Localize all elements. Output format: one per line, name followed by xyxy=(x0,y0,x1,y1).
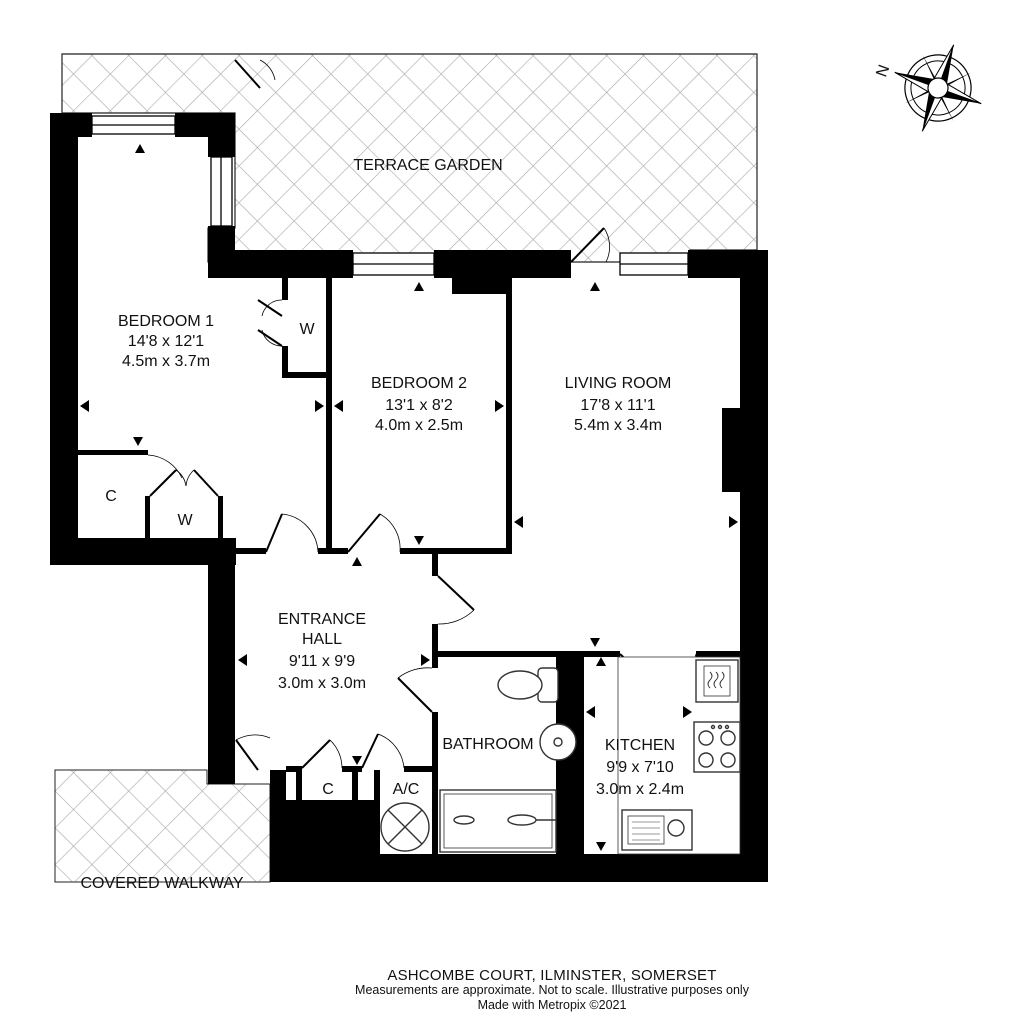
disclaimer: Measurements are approximate. Not to sca… xyxy=(355,983,749,997)
airing-cupboard-label: A/C xyxy=(393,781,420,798)
cupboard-label: C xyxy=(322,781,334,798)
bedroom1-imperial: 14'8 x 12'1 xyxy=(128,333,204,350)
kitchen-fixtures xyxy=(617,656,741,855)
airing-cupboard-tank xyxy=(380,802,430,852)
bathroom-name: BATHROOM xyxy=(442,736,533,753)
footer: ASHCOMBE COURT, ILMINSTER, SOMERSET Meas… xyxy=(0,968,1014,1013)
living-room-metric: 5.4m x 3.4m xyxy=(574,417,662,434)
entrance-hall-name-2: HALL xyxy=(302,631,342,648)
covered-walkway-label: COVERED WALKWAY xyxy=(81,875,244,892)
bedroom1-metric: 4.5m x 3.7m xyxy=(122,353,210,370)
dimension-markers xyxy=(80,144,738,851)
wardrobe-label: W xyxy=(299,321,315,338)
kitchen-imperial: 9'9 x 7'10 xyxy=(606,759,674,776)
bedroom1-name: BEDROOM 1 xyxy=(118,313,214,330)
bedroom2-name: BEDROOM 2 xyxy=(371,375,467,392)
compass-north-label: N xyxy=(873,63,893,80)
cupboard-label: C xyxy=(105,488,117,505)
bedroom2-metric: 4.0m x 2.5m xyxy=(375,417,463,434)
entrance-hall-name: ENTRANCE xyxy=(278,611,366,628)
bedroom2-imperial: 13'1 x 8'2 xyxy=(385,397,453,414)
windows xyxy=(91,115,689,276)
toilet-bowl xyxy=(497,670,543,700)
property-address: ASHCOMBE COURT, ILMINSTER, SOMERSET xyxy=(387,967,717,984)
terrace-garden-label: TERRACE GARDEN xyxy=(353,157,502,174)
kitchen-metric: 3.0m x 2.4m xyxy=(596,781,684,798)
living-room-name: LIVING ROOM xyxy=(565,375,672,392)
compass-rose-icon xyxy=(894,44,982,132)
living-room-imperial: 17'8 x 11'1 xyxy=(580,397,655,414)
bathroom-fixtures xyxy=(439,667,577,853)
credit: Made with Metropix ©2021 xyxy=(477,998,627,1012)
walls xyxy=(50,113,768,882)
doors xyxy=(147,59,697,771)
covered-walkway-area xyxy=(54,769,271,883)
entrance-hall-imperial: 9'11 x 9'9 xyxy=(289,653,355,670)
entrance-hall-metric: 3.0m x 3.0m xyxy=(278,675,366,692)
kitchen-name: KITCHEN xyxy=(605,737,675,754)
wardrobe-label: W xyxy=(177,512,193,529)
